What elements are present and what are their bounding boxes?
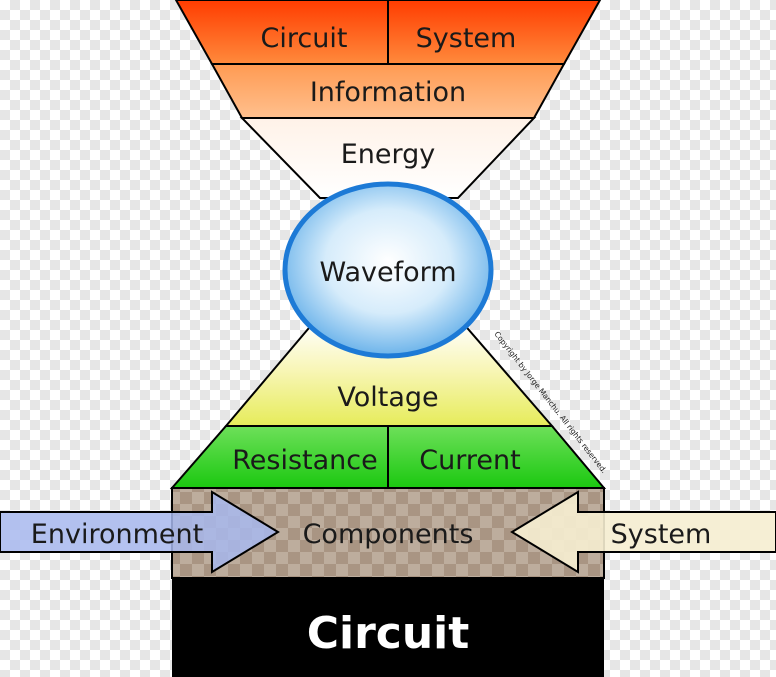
system-arrow-label: System	[611, 519, 712, 550]
upper-funnel	[174, 0, 602, 199]
top-left-label: Circuit	[261, 23, 348, 54]
circuit-label: Circuit	[307, 608, 470, 659]
waveform-circle	[282, 181, 494, 359]
energy-label: Energy	[341, 139, 436, 170]
information-label: Information	[310, 77, 466, 108]
environment-label: Environment	[31, 519, 203, 550]
waveform-label: Waveform	[319, 257, 456, 288]
environment-arrow	[0, 490, 280, 574]
current-label: Current	[419, 445, 520, 476]
energy-band	[239, 117, 537, 199]
resistance-label: Resistance	[232, 445, 378, 476]
top-right-label: System	[416, 23, 517, 54]
system-arrow	[510, 490, 776, 574]
components-label: Components	[303, 519, 474, 550]
circuit-base	[172, 578, 604, 677]
voltage-label: Voltage	[337, 382, 438, 413]
